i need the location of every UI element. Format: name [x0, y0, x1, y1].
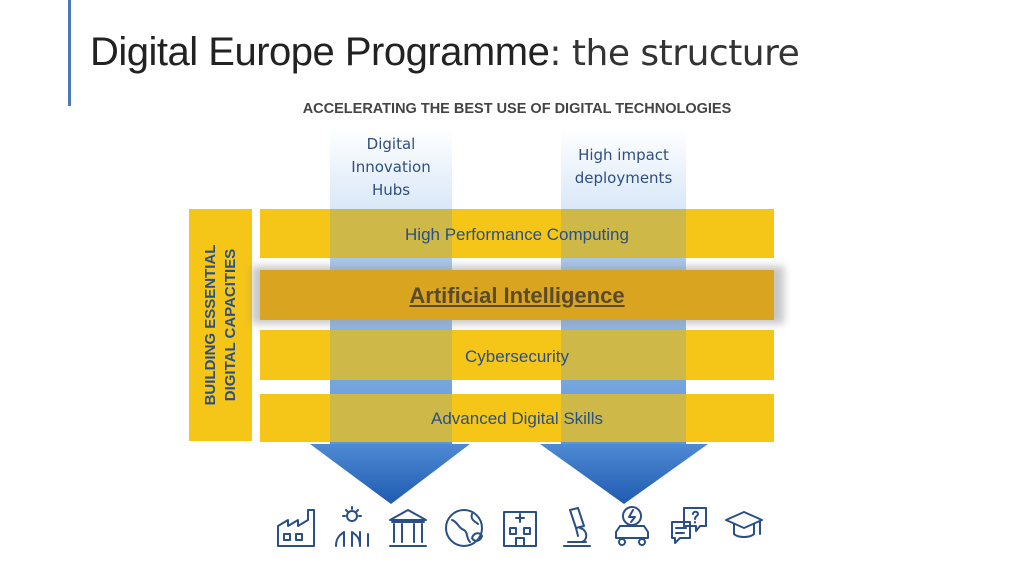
hospital-icon — [503, 511, 537, 547]
government-building-icon — [389, 509, 427, 547]
pillar-label-line: deployments — [574, 169, 673, 187]
arrow-hubs — [310, 444, 470, 504]
row-cybersecurity — [260, 330, 774, 380]
microscope-icon — [563, 507, 591, 547]
agriculture-icon — [335, 506, 369, 547]
electric-car-icon — [615, 506, 649, 546]
pillar-label-line: High impact — [578, 146, 669, 164]
globe-leaf-icon — [445, 509, 483, 547]
row-label-hpc: High Performance Computing — [405, 225, 629, 244]
side-label: BUILDING ESSENTIAL DIGITAL CAPACITIES — [192, 212, 250, 438]
pillar-label-line: Hubs — [371, 181, 411, 199]
pillar-label-line: Innovation — [351, 158, 431, 176]
side-label-box — [189, 209, 252, 441]
row-label-ai: Artificial Intelligence — [409, 283, 625, 308]
row-label-skills: Advanced Digital Skills — [431, 409, 603, 428]
row-label-cybersecurity: Cybersecurity — [465, 347, 569, 366]
title-bold: Digital Europe Programme — [90, 30, 550, 74]
page-title: Digital Europe Programme: the structure — [90, 30, 800, 75]
arrow-deployments — [540, 444, 708, 504]
pillar-label-line: Digital — [366, 135, 416, 153]
pillar-label-hubs: Digital Innovation Hubs — [330, 133, 452, 202]
row-hpc — [260, 209, 774, 258]
side-label-line2: DIGITAL CAPACITIES — [222, 248, 239, 402]
diagram-subtitle: ACCELERATING THE BEST USE OF DIGITAL TEC… — [302, 101, 732, 117]
pillar-overlay-deployments — [561, 209, 686, 446]
pillar-overlay-hubs — [330, 209, 452, 446]
sector-icons — [277, 506, 763, 547]
factory-icon — [277, 509, 315, 547]
graduation-cap-icon — [725, 511, 763, 538]
title-rest: : the structure — [549, 33, 800, 74]
side-label-line1: BUILDING ESSENTIAL — [202, 244, 219, 406]
title-accent-bar — [68, 0, 71, 106]
pillar-label-deployments: High impact deployments — [561, 144, 686, 190]
chat-help-icon — [671, 507, 707, 544]
row-skills — [260, 394, 774, 442]
row-ai — [260, 270, 774, 320]
